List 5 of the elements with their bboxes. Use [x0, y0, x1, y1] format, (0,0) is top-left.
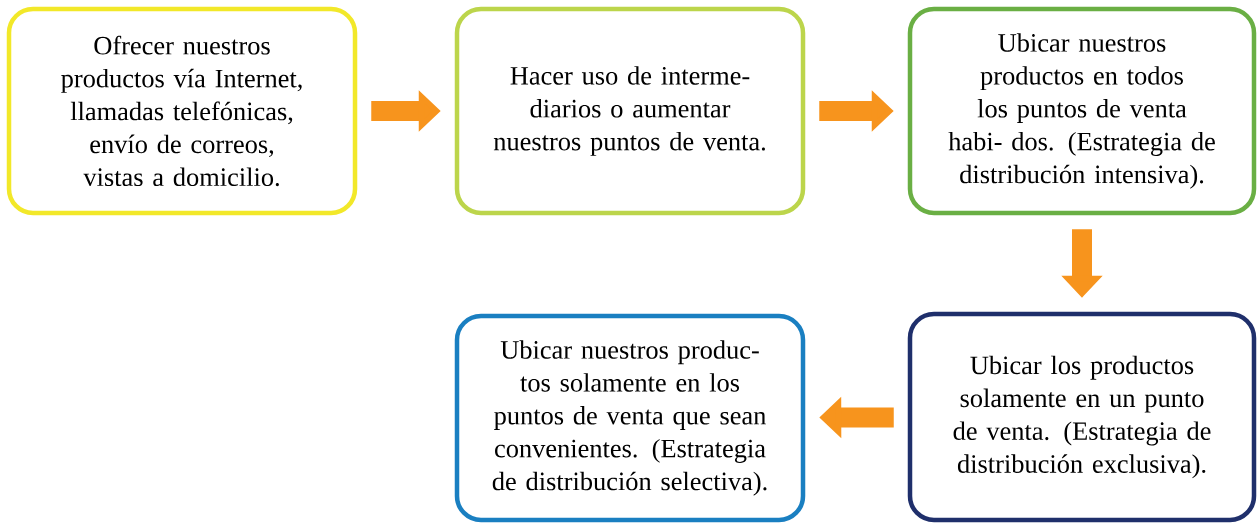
process-box: Ofrecer nuestros productos vía Internet, llamadas telefónicas, envío de correos, vistas a domicilio. [6, 6, 358, 216]
process-box: Ubicar nuestros produc- tos solamente en los puntos de venta que sean convenientes. (Estrategia de distribución selectiva). [454, 313, 806, 523]
process-box: Ubicar los productos solamente en un punto de venta. (Estrategia de distribución exclusiva). [907, 311, 1257, 523]
process-box: Hacer uso de interme- diarios o aumentar nuestros puntos de venta. [454, 6, 806, 216]
process-box: Ubicar nuestros productos en todos los puntos de venta habi- dos. (Estrategia de distribución intensiva). [907, 6, 1257, 216]
